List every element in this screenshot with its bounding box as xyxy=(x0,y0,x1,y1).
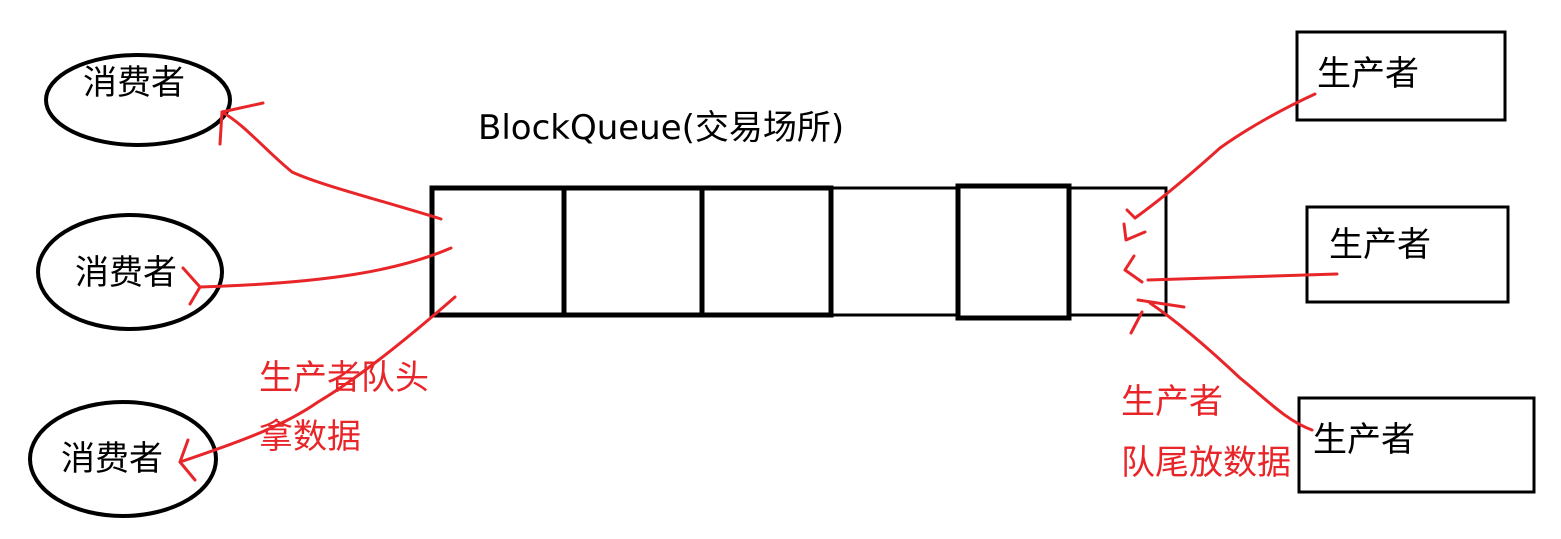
producer-label: 生产者 xyxy=(1317,54,1419,94)
arrowhead-tail-1 xyxy=(1122,208,1147,242)
producer-box xyxy=(1295,30,1507,122)
arrowhead-tail-2 xyxy=(1123,254,1144,284)
head-annotation-line2: 拿数据 xyxy=(259,417,361,457)
head-annotation-line1: 生产者队头 xyxy=(259,358,429,398)
arrow-producer-1-to-tail xyxy=(1133,92,1317,220)
consumer-node-3: 消费者 xyxy=(28,400,218,518)
consumer-node-1: 消费者 xyxy=(44,53,232,147)
consumer-node-2: 消费者 xyxy=(36,213,224,331)
producer-box xyxy=(1305,205,1510,304)
producer-node-2: 生产者 xyxy=(1305,205,1510,304)
producer-node-3: 生产者 xyxy=(1297,396,1536,494)
arrowhead-consumer-1 xyxy=(218,101,265,146)
queue-slot-6 xyxy=(1067,186,1168,317)
queue-slot-4 xyxy=(829,186,960,317)
arrow-head-to-consumer-2 xyxy=(198,246,453,289)
tail-annotation-line2: 队尾放数据 xyxy=(1121,443,1291,483)
consumer-ellipse xyxy=(44,53,232,147)
tail-annotation-line1: 生产者 xyxy=(1121,382,1223,422)
producer-label: 生产者 xyxy=(1313,420,1415,460)
arrow-head-to-consumer-1 xyxy=(220,110,443,221)
arrowhead-tail-3 xyxy=(1129,298,1186,335)
consumer-label: 消费者 xyxy=(61,439,163,479)
queue-slot-2 xyxy=(561,185,705,318)
arrow-producer-2-to-tail xyxy=(1146,272,1339,282)
arrow-producer-3-to-tail xyxy=(1148,301,1314,432)
consumer-ellipse xyxy=(36,213,224,331)
producer-label: 生产者 xyxy=(1329,225,1431,265)
queue-slot-5 xyxy=(955,183,1072,321)
queue-title: BlockQueue(交易场所) xyxy=(478,108,844,148)
arrowhead-consumer-2 xyxy=(181,266,202,306)
producer-box xyxy=(1297,396,1536,494)
consumer-label: 消费者 xyxy=(83,63,185,103)
consumer-ellipse xyxy=(28,400,218,518)
consumer-label: 消费者 xyxy=(75,253,177,293)
queue-slot-3 xyxy=(699,185,834,318)
block-queue xyxy=(429,183,1168,321)
producer-node-1: 生产者 xyxy=(1295,30,1507,122)
arrowhead-consumer-3 xyxy=(178,438,197,482)
arrow-head-to-consumer-3 xyxy=(178,295,457,464)
queue-slot-1 xyxy=(429,185,567,318)
